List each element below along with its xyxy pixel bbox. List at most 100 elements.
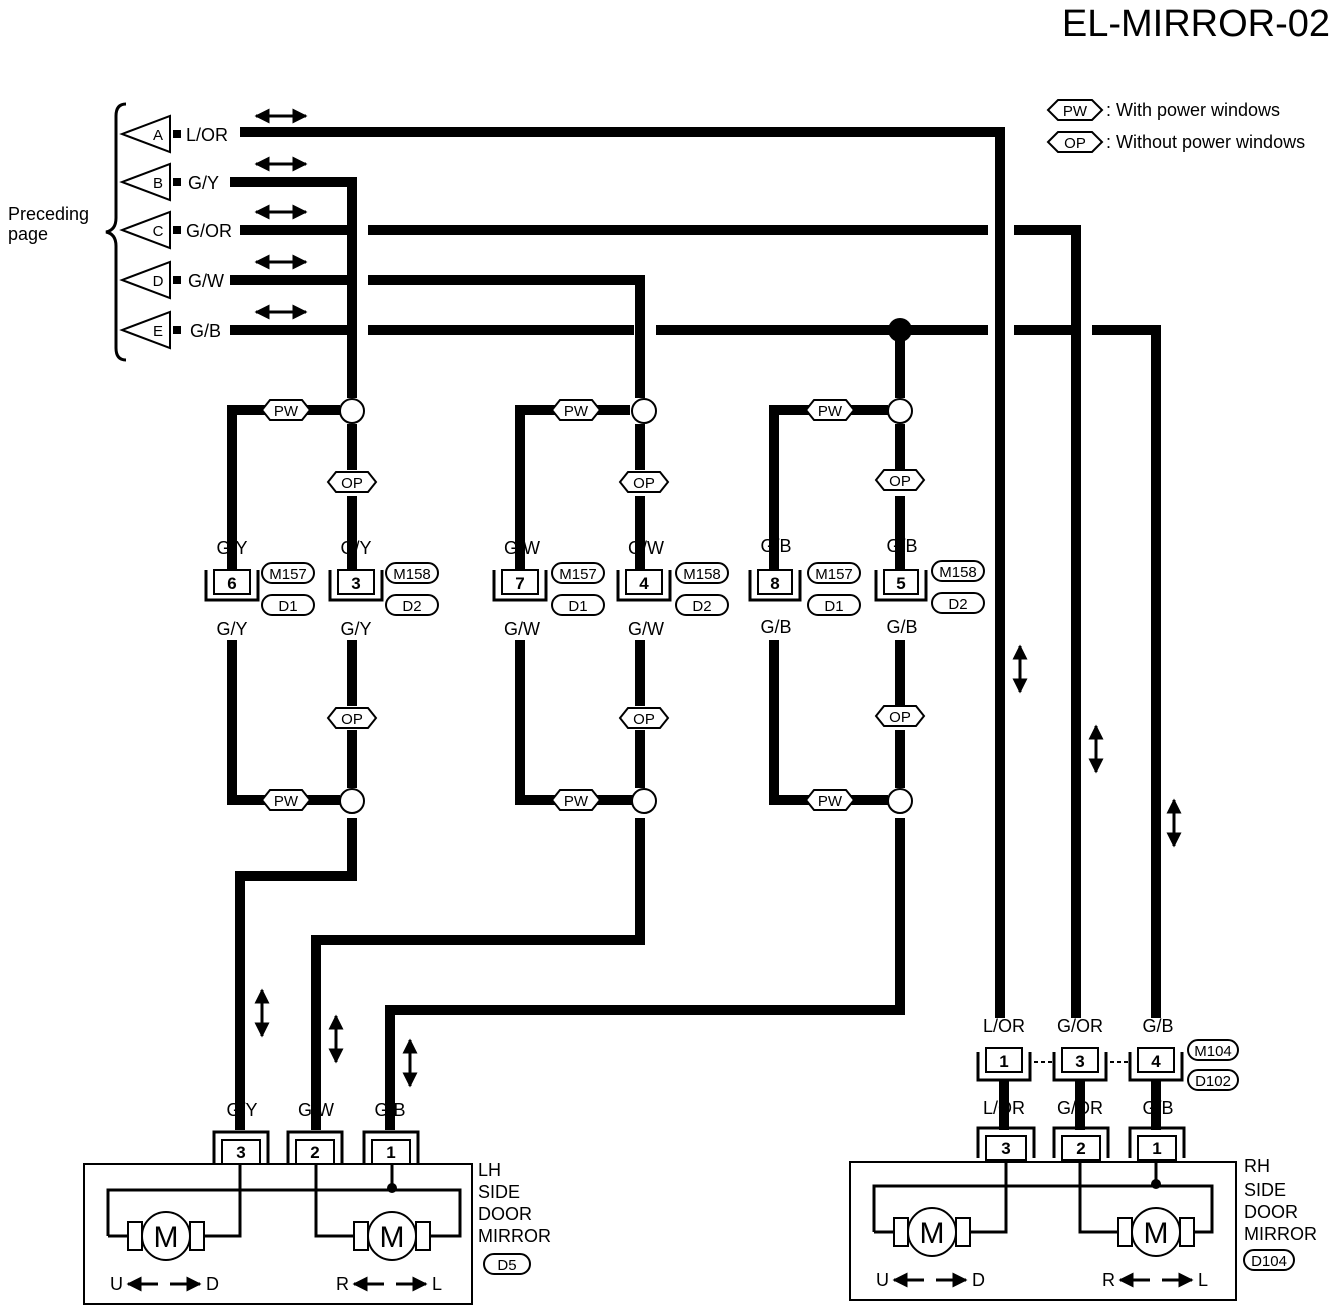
legend-pw-text: : With power windows (1106, 100, 1280, 120)
svg-text:L: L (432, 1274, 442, 1294)
svg-text:3: 3 (1001, 1139, 1010, 1158)
svg-text:MIRROR: MIRROR (478, 1226, 551, 1246)
svg-text:D104: D104 (1251, 1253, 1287, 1270)
svg-text:G/OR: G/OR (186, 221, 232, 241)
svg-text:D1: D1 (278, 598, 297, 615)
svg-text:PW: PW (274, 793, 299, 810)
svg-text:1: 1 (386, 1143, 395, 1162)
svg-text:DOOR: DOOR (478, 1204, 532, 1224)
svg-text:2: 2 (310, 1143, 319, 1162)
input-d: D G/W (119, 260, 224, 300)
svg-text:G/B: G/B (886, 617, 917, 637)
op-tag: OP (326, 707, 378, 729)
svg-text:L: L (1198, 1270, 1208, 1290)
svg-text:D1: D1 (568, 598, 587, 615)
input-c: C G/OR (119, 210, 232, 250)
svg-text:M158: M158 (683, 566, 721, 583)
svg-text:L/OR: L/OR (983, 1098, 1025, 1118)
wires (227, 127, 1161, 1130)
junction-connector-gw: G/W G/W 7 4 M157 D1 M158 D2 G/W G/W (492, 538, 729, 639)
legend-op-text: : Without power windows (1106, 132, 1305, 152)
svg-text:G/W: G/W (298, 1100, 334, 1120)
svg-text:OP: OP (341, 711, 363, 728)
svg-text:D: D (972, 1270, 985, 1290)
svg-text:L/OR: L/OR (983, 1016, 1025, 1036)
input-b: B G/Y (119, 162, 219, 202)
svg-text:6: 6 (227, 574, 236, 593)
page-title: EL-MIRROR-02 (1062, 3, 1330, 45)
svg-text:D2: D2 (692, 598, 711, 615)
svg-text:2: 2 (1076, 1139, 1085, 1158)
svg-text:M: M (380, 1221, 405, 1254)
svg-text:M157: M157 (269, 566, 307, 583)
svg-text:G/B: G/B (760, 536, 791, 556)
svg-text:3: 3 (351, 574, 360, 593)
svg-text:G/B: G/B (1142, 1098, 1173, 1118)
svg-text:G/B: G/B (886, 536, 917, 556)
op-tag: OP (326, 471, 378, 493)
preceding-page-label: Preceding page (8, 102, 127, 362)
svg-text:G/B: G/B (760, 617, 791, 637)
svg-text:D: D (206, 1274, 219, 1294)
svg-text:OP: OP (889, 473, 911, 490)
op-tag: OP (618, 707, 670, 729)
svg-text:OP: OP (633, 711, 655, 728)
svg-text:G/Y: G/Y (226, 1100, 257, 1120)
rh-motor-ud: M (893, 1207, 971, 1257)
svg-text:D5: D5 (497, 1257, 516, 1274)
svg-text:7: 7 (515, 574, 524, 593)
pw-tag: PW (550, 789, 602, 811)
svg-text:SIDE: SIDE (1244, 1180, 1286, 1200)
svg-text:PW: PW (818, 403, 843, 420)
svg-text:PW: PW (564, 793, 589, 810)
lh-motor-ud: M (127, 1211, 205, 1261)
svg-text:R: R (336, 1274, 349, 1294)
svg-text:OP: OP (1064, 135, 1086, 152)
svg-text:G/OR: G/OR (1057, 1098, 1103, 1118)
splice-point (888, 318, 912, 342)
svg-text:G/OR: G/OR (1057, 1016, 1103, 1036)
svg-text:U: U (110, 1274, 123, 1294)
pw-tag: PW (550, 399, 602, 421)
input-a: A L/OR (119, 114, 228, 154)
svg-text:3: 3 (1075, 1052, 1084, 1071)
pw-tag: PW (804, 789, 856, 811)
pw-tag: PW (260, 399, 312, 421)
svg-text:3: 3 (236, 1143, 245, 1162)
svg-text:G/W: G/W (504, 619, 540, 639)
svg-text:G/Y: G/Y (188, 173, 219, 193)
svg-text:G/Y: G/Y (340, 619, 371, 639)
svg-text:D1: D1 (824, 598, 843, 615)
op-tag: OP (874, 705, 926, 727)
rh-motor-rl: M (1117, 1207, 1195, 1257)
svg-text:G/Y: G/Y (340, 538, 371, 558)
junction-circles (339, 398, 913, 814)
svg-text:1: 1 (1152, 1139, 1161, 1158)
svg-text:M157: M157 (815, 566, 853, 583)
legend-pw: PW : With power windows (1046, 99, 1280, 121)
svg-text:G/Y: G/Y (216, 538, 247, 558)
op-tag: OP (874, 469, 926, 491)
svg-text:OP: OP (633, 475, 655, 492)
svg-text:G/W: G/W (504, 538, 540, 558)
pw-op-tags: PW PW PW PW PW PW OP OP OP OP OP OP (260, 399, 926, 811)
junction-connector-gb: G/B G/B 8 5 M157 D1 M158 D2 G/B G/B (748, 536, 985, 637)
rh-side-door-mirror: 3 2 1 M M U D R L RH (849, 1126, 1317, 1301)
junction-connector-gy: G/Y G/Y 6 3 M157 D1 M158 D2 G/Y G/Y (204, 538, 439, 639)
svg-text:G/W: G/W (188, 271, 224, 291)
svg-text:M157: M157 (559, 566, 597, 583)
svg-text:A: A (153, 127, 163, 144)
svg-text:5: 5 (896, 574, 905, 593)
svg-text:M: M (1144, 1217, 1169, 1250)
svg-text:U: U (876, 1270, 889, 1290)
svg-text:L/OR: L/OR (186, 125, 228, 145)
svg-text:PW: PW (1063, 103, 1088, 120)
svg-text:D2: D2 (948, 596, 967, 613)
lh-motor-rl: M (353, 1211, 431, 1261)
svg-text:G/W: G/W (628, 619, 664, 639)
svg-text:R: R (1102, 1270, 1115, 1290)
svg-text:M: M (154, 1221, 179, 1254)
svg-text:4: 4 (1151, 1052, 1161, 1071)
pw-tag: PW (804, 399, 856, 421)
